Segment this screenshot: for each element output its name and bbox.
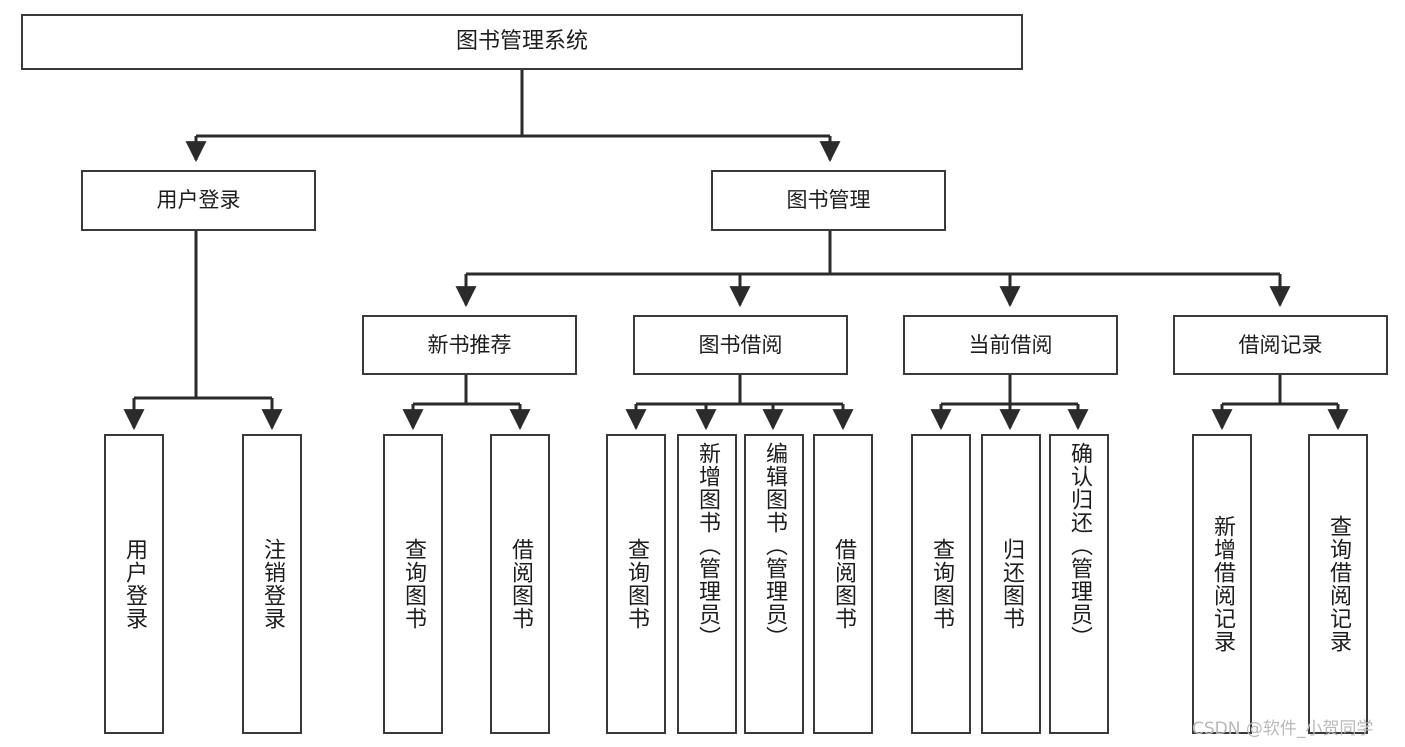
node-label: 图书管理 <box>786 188 871 213</box>
node-label: 借阅图书 <box>831 538 856 630</box>
node-label: 当前借阅 <box>968 332 1053 357</box>
leaf-query-book-borrow[interactable]: 查询图书 <box>606 434 666 734</box>
leaf-borrow-book[interactable]: 借阅图书 <box>813 434 873 734</box>
node-label: 查询借阅记录 <box>1326 515 1351 653</box>
node-label: 查询图书 <box>624 538 649 630</box>
watermark: CSDN @软件_小贺同学 <box>1192 719 1374 739</box>
leaf-edit-book-admin[interactable]: 编辑图书（管理员） <box>744 434 804 734</box>
leaf-logout[interactable]: 注销登录 <box>242 434 302 734</box>
node-book-borrow[interactable]: 图书借阅 <box>633 315 848 375</box>
node-label: 图书借阅 <box>698 332 783 357</box>
leaf-add-borrow-record[interactable]: 新增借阅记录 <box>1192 434 1252 734</box>
node-label: 新增图书（管理员） <box>695 442 720 649</box>
node-label: 图书管理系统 <box>455 29 588 55</box>
node-current-borrow[interactable]: 当前借阅 <box>903 315 1118 375</box>
node-label: 借阅记录 <box>1238 332 1323 357</box>
leaf-borrow-book-recommend[interactable]: 借阅图书 <box>490 434 550 734</box>
node-label: 新书推荐 <box>427 332 512 357</box>
node-label: 注销登录 <box>260 538 285 630</box>
node-label: 归还图书 <box>999 538 1024 630</box>
node-book-management[interactable]: 图书管理 <box>711 170 946 231</box>
node-label: 借阅图书 <box>508 538 533 630</box>
leaf-user-login[interactable]: 用户登录 <box>104 434 164 734</box>
leaf-add-book-admin[interactable]: 新增图书（管理员） <box>677 434 737 734</box>
node-label: 确认归还（管理员） <box>1067 442 1092 649</box>
leaf-confirm-return-admin[interactable]: 确认归还（管理员） <box>1049 434 1109 734</box>
leaf-return-book[interactable]: 归还图书 <box>981 434 1041 734</box>
node-user-login[interactable]: 用户登录 <box>81 170 316 231</box>
node-label: 编辑图书（管理员） <box>762 442 787 649</box>
node-borrow-record[interactable]: 借阅记录 <box>1173 315 1388 375</box>
node-label: 新增借阅记录 <box>1210 515 1235 653</box>
node-label: 用户登录 <box>122 538 147 630</box>
leaf-query-borrow-record[interactable]: 查询借阅记录 <box>1308 434 1368 734</box>
leaf-query-book-current[interactable]: 查询图书 <box>911 434 971 734</box>
node-root-book-management-system[interactable]: 图书管理系统 <box>21 14 1023 70</box>
node-new-book-recommendation[interactable]: 新书推荐 <box>362 315 577 375</box>
leaf-query-book-recommend[interactable]: 查询图书 <box>383 434 443 734</box>
node-label: 查询图书 <box>929 538 954 630</box>
node-label: 用户登录 <box>156 188 241 213</box>
node-label: 查询图书 <box>401 538 426 630</box>
